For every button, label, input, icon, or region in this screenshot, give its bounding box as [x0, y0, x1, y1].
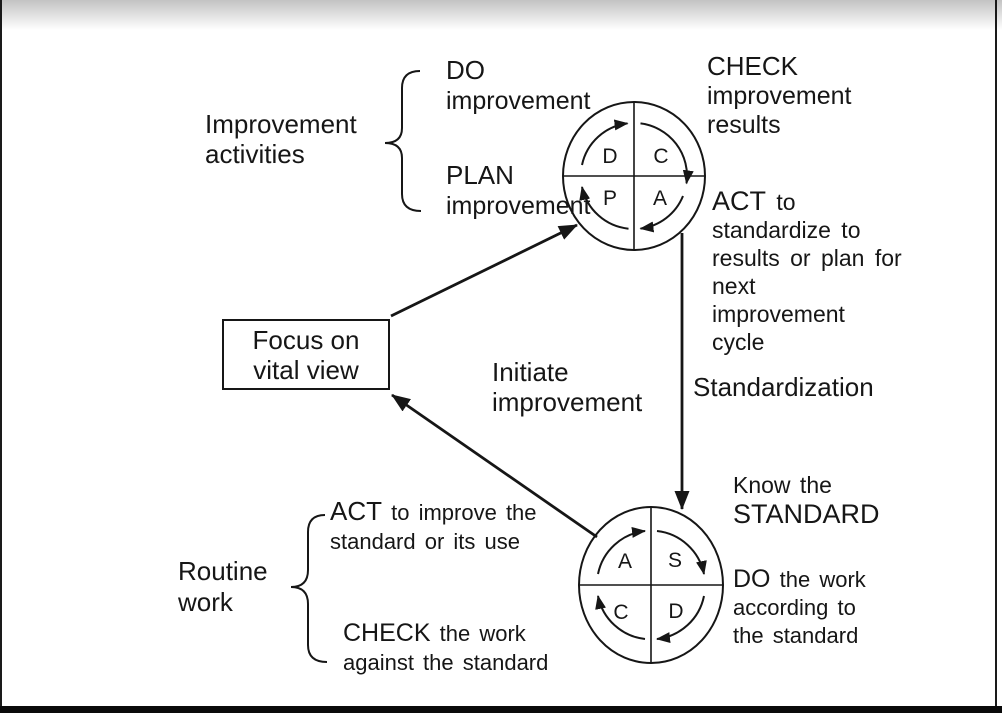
- focus-box-line1: Focus on: [252, 324, 360, 355]
- sdca-letter-c: C: [613, 601, 629, 624]
- act-standardize-line3: results or plan for: [712, 245, 902, 271]
- do-improvement-label: DO improvement: [446, 55, 591, 116]
- pdca-letter-p: P: [602, 187, 617, 210]
- curly-brace-improvement-activities-icon: [384, 70, 422, 212]
- initiate-line1: Initiate: [492, 357, 569, 387]
- know-the-line: Know the: [733, 472, 832, 498]
- pdca-rotation-arrow-bottom-right-icon: [639, 195, 684, 233]
- act-keyword: ACT: [712, 186, 766, 216]
- initiate-line2: improvement: [492, 387, 643, 417]
- initiate-improvement-label: Initiate improvement: [492, 357, 642, 417]
- sdca-rotation-arrow-bottom-left-icon: [595, 595, 646, 640]
- plan-keyword: PLAN: [446, 160, 514, 190]
- check-improvement-results-label: CHECK improvement results: [707, 52, 852, 140]
- act-standardize-line6: cycle: [712, 329, 765, 355]
- sdca-rotation-arrow-top-left-icon: [597, 526, 646, 575]
- improvement-activities-line1: Improvement: [205, 109, 357, 139]
- standardization-label: Standardization: [693, 372, 874, 402]
- slide-top-gradient: [0, 0, 1002, 30]
- focus-box-line2: vital view: [253, 354, 359, 385]
- check-keyword: CHECK: [707, 51, 799, 81]
- arrow-sdca-to-focus-initiate-improvement: [391, 393, 598, 539]
- act-standardize-line2: standardize to: [712, 217, 861, 243]
- slide-bottom-bar: [0, 706, 1002, 713]
- routine-work-label: Routine work: [178, 556, 268, 618]
- act-standardize-label: ACT to standardize to results or plan fo…: [712, 187, 902, 356]
- act-improve-line2: standard or its use: [330, 529, 520, 554]
- pdca-letter-d: D: [602, 145, 618, 168]
- curly-brace-routine-work-icon: [290, 514, 328, 663]
- check-work-rest: the work: [439, 621, 526, 646]
- act-rest: to: [776, 189, 796, 215]
- sdca-circle: [578, 506, 724, 664]
- do-work-rest: the work: [779, 567, 866, 592]
- do-work-line3: the standard: [733, 623, 859, 648]
- do-work-keyword: DO: [733, 565, 771, 593]
- plan-improvement-label: PLAN improvement: [446, 160, 591, 221]
- sdca-letter-s: S: [667, 549, 682, 572]
- check-improvement-line3: results: [707, 111, 781, 139]
- sdca-letter-a: A: [617, 550, 632, 573]
- pdca-letter-c: C: [653, 145, 669, 168]
- pdca-letter-a: A: [652, 187, 667, 210]
- check-work-keyword: CHECK: [343, 619, 431, 647]
- plan-improvement-line2: improvement: [446, 192, 591, 220]
- check-improvement-line2: improvement: [707, 82, 852, 110]
- routine-work-line1: Routine: [178, 556, 268, 586]
- slide-left-edge: [0, 0, 2, 713]
- sdca-rotation-arrow-top-right-icon: [656, 530, 707, 575]
- routine-work-line2: work: [178, 587, 233, 617]
- arrow-focus-to-pdca: [390, 223, 578, 318]
- sdca-rotation-arrow-bottom-right-icon: [656, 595, 705, 644]
- pdca-rotation-arrow-bottom-left-icon: [579, 186, 629, 230]
- act-improve-rest: to improve the: [391, 500, 537, 525]
- sdca-letter-d: D: [668, 600, 684, 623]
- act-improve-standard-label: ACT to improve the standard or its use: [330, 497, 537, 556]
- act-standardize-line5: improvement: [712, 301, 845, 327]
- focus-vital-view-box: Focus on vital view: [222, 319, 390, 390]
- know-the-standard-label: Know the STANDARD: [733, 472, 880, 530]
- pdca-circle: [562, 101, 706, 251]
- slide-right-edge: [995, 0, 997, 713]
- act-improve-keyword: ACT: [330, 496, 382, 526]
- pdca-rotation-arrow-top-left-icon: [581, 119, 629, 166]
- do-the-work-label: DO the work according to the standard: [733, 565, 866, 650]
- act-standardize-line4: next: [712, 273, 756, 299]
- improvement-activities-label: Improvement activities: [205, 109, 357, 169]
- do-keyword: DO: [446, 55, 485, 85]
- do-work-line2: according to: [733, 595, 856, 620]
- pdca-rotation-arrow-top-right-icon: [640, 122, 694, 185]
- standard-line: STANDARD: [733, 499, 880, 529]
- improvement-activities-line2: activities: [205, 139, 305, 169]
- do-improvement-line2: improvement: [446, 87, 591, 115]
- check-against-standard-label: CHECK the work against the standard: [343, 619, 548, 677]
- check-work-line2: against the standard: [343, 650, 549, 675]
